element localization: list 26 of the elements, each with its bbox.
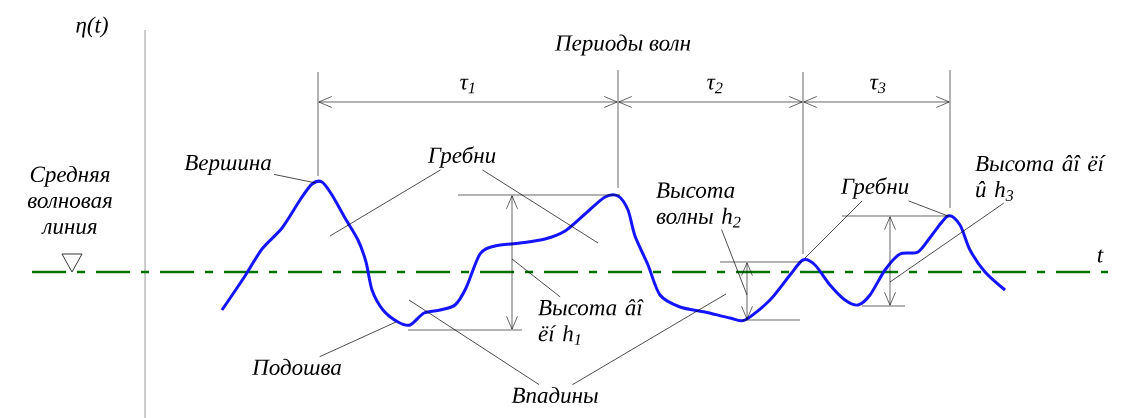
leader-line [721, 229, 748, 296]
leader-line [482, 169, 599, 244]
dimension-label: τ$_{1}$ [460, 78, 475, 94]
annotation-text: Высота âî ëí û h$_{3}$ [975, 155, 1106, 201]
dimension-label: τ$_{2}$ [707, 78, 723, 94]
annotation-text: Высота волны h$_{2}$ [656, 182, 741, 228]
dimension-label: τ$_{3}$ [870, 78, 886, 94]
leader-line [408, 299, 540, 386]
leader-line [908, 200, 949, 217]
annotation-text: Вершина [184, 155, 271, 175]
leader-line [273, 174, 317, 184]
annotation-text: Гребни [427, 146, 496, 168]
annotation-text: Высота âî ëí h$_{1}$ [538, 299, 644, 345]
leader-line [889, 202, 1005, 283]
heading-text: Периоды волн [554, 34, 691, 56]
leader-line [329, 169, 441, 237]
axis-label: t [1097, 249, 1104, 263]
annotation-text: Гребни [840, 177, 909, 199]
annotation-text: Подошва [252, 358, 341, 376]
caption-text: Средняя волновая линия [27, 165, 112, 235]
annotation-text: Впадины [511, 386, 598, 404]
leader-line [319, 321, 397, 358]
axis-label: η(t) [76, 16, 108, 38]
leader-line [804, 200, 863, 259]
leader-line [572, 293, 727, 386]
leader-line [511, 258, 561, 298]
